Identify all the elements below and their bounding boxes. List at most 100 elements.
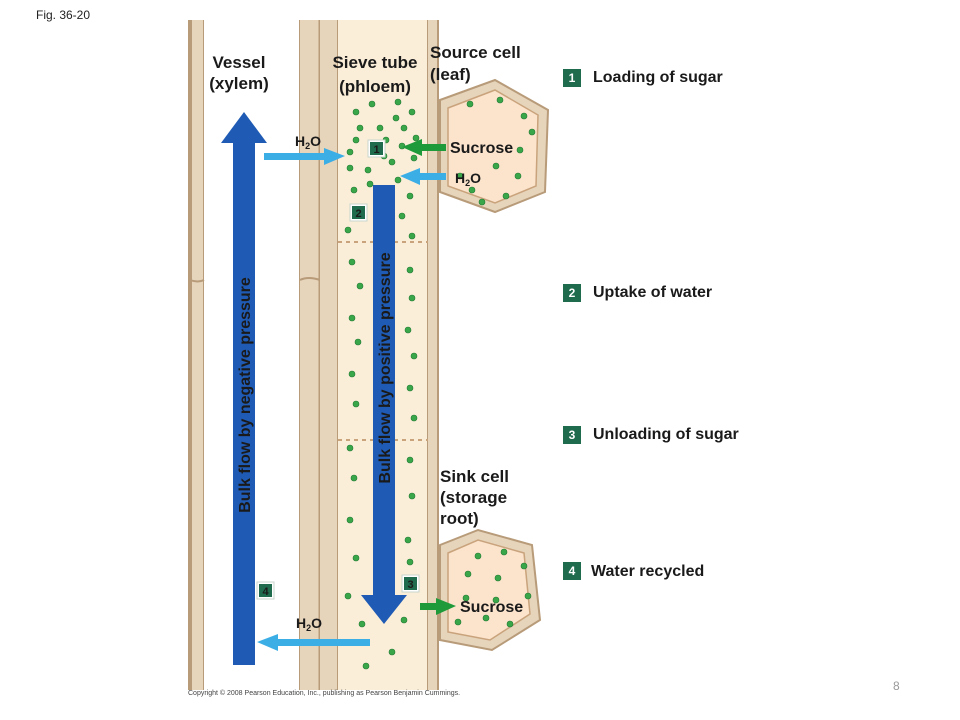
sucrose-dot — [494, 574, 502, 582]
diagram-marker-1: 1 — [367, 139, 386, 158]
sucrose-dot — [454, 618, 462, 626]
sucrose-dot — [368, 100, 376, 108]
sucrose-dot — [346, 164, 354, 172]
diagram-marker-4: 4 — [256, 581, 275, 600]
sink-cell — [439, 528, 542, 652]
sucrose-dot — [394, 176, 402, 184]
bulk-flow-negative-label: Bulk flow by negative pressure — [237, 277, 254, 513]
sucrose-dot — [358, 620, 366, 628]
sucrose-dot — [348, 314, 356, 322]
sucrose-dot — [462, 594, 470, 602]
sucrose-dot — [506, 620, 514, 628]
sucrose-dot — [520, 562, 528, 570]
sucrose-dot — [496, 96, 504, 104]
h2o-label-bottom: H2O — [296, 615, 322, 633]
sucrose-dot — [406, 558, 414, 566]
sucrose-dot — [410, 352, 418, 360]
sieve-tube-label-line1: Sieve tube — [332, 53, 417, 72]
sucrose-dot — [388, 158, 396, 166]
sucrose-dot — [398, 142, 406, 150]
figure-label: Fig. 36-20 — [36, 8, 91, 22]
sucrose-unloading-arrow — [420, 598, 456, 615]
sucrose-dot — [468, 186, 476, 194]
sucrose-dot — [362, 662, 370, 670]
sucrose-dot — [352, 400, 360, 408]
sucrose-dot — [348, 370, 356, 378]
svg-text:3: 3 — [407, 579, 413, 591]
sucrose-dot — [346, 444, 354, 452]
sucrose-dot — [482, 614, 490, 622]
sucrose-dot — [398, 212, 406, 220]
h2o-label-xylem-top: H2O — [295, 133, 321, 151]
sucrose-dot — [406, 266, 414, 274]
sucrose-dot — [366, 180, 374, 188]
source-cell-label-line1: Source cell — [430, 43, 521, 62]
diagram-marker-2: 2 — [349, 203, 368, 222]
sucrose-dot — [406, 192, 414, 200]
legend-badge-3: 3 — [563, 426, 581, 444]
copyright-notice: Copyright © 2008 Pearson Education, Inc.… — [188, 690, 461, 697]
sucrose-dot — [492, 162, 500, 170]
sucrose-loading-arrow — [402, 139, 446, 156]
legend-text-water-recycled: Water recycled — [591, 563, 705, 580]
sucrose-dot — [350, 186, 358, 194]
sucrose-dot — [352, 554, 360, 562]
sucrose-dot — [410, 414, 418, 422]
sucrose-dot — [492, 596, 500, 604]
sucrose-dot — [346, 516, 354, 524]
sucrose-dot — [344, 592, 352, 600]
sucrose-dot — [520, 112, 528, 120]
sucrose-dot — [406, 456, 414, 464]
water-into-phloem-arrow — [264, 148, 345, 165]
sucrose-dot — [364, 166, 372, 174]
sucrose-dot — [404, 326, 412, 334]
vessel-label-line2: (xylem) — [209, 74, 269, 93]
water-recycled-arrow — [257, 634, 370, 651]
sucrose-dot — [352, 108, 360, 116]
sucrose-dot — [394, 98, 402, 106]
bulk-flow-positive-label: Bulk flow by positive pressure — [377, 252, 394, 483]
sucrose-label-bottom: Sucrose — [460, 599, 523, 616]
sucrose-dot — [350, 474, 358, 482]
sucrose-dot — [392, 114, 400, 122]
sucrose-dot — [478, 198, 486, 206]
sink-cell-label-line3: root) — [440, 509, 479, 528]
xylem-bulk-flow-arrow — [221, 112, 267, 665]
sucrose-dot — [356, 282, 364, 290]
sucrose-dot — [456, 172, 464, 180]
sucrose-dot — [514, 172, 522, 180]
svg-text:4: 4 — [262, 586, 269, 598]
water-from-source-arrow — [400, 168, 446, 185]
sucrose-dot — [464, 570, 472, 578]
phloem-bulk-flow-arrow — [361, 185, 407, 624]
vessel-label-line1: Vessel — [213, 53, 266, 72]
sucrose-dot — [376, 124, 384, 132]
sucrose-dot — [524, 592, 532, 600]
sucrose-dot — [528, 128, 536, 136]
sucrose-dot — [404, 536, 412, 544]
sucrose-dot — [412, 134, 420, 142]
sink-cell-label-line1: Sink cell — [440, 467, 509, 486]
sucrose-dot — [408, 108, 416, 116]
sucrose-label-top: Sucrose — [450, 140, 513, 157]
legend-text-uptake-of-water: Uptake of water — [593, 284, 713, 301]
sucrose-dot — [406, 384, 414, 392]
sucrose-dot — [408, 232, 416, 240]
sucrose-molecules — [344, 96, 536, 670]
svg-text:2: 2 — [355, 208, 361, 220]
page-number: 8 — [893, 679, 900, 693]
h2o-label-source: H2O — [455, 170, 481, 188]
sucrose-dot — [502, 192, 510, 200]
sucrose-dot — [500, 548, 508, 556]
diagram-marker-3: 3 — [401, 574, 420, 593]
sucrose-dot — [474, 552, 482, 560]
legend-badge-1: 1 — [563, 69, 581, 87]
source-cell-label-line2: (leaf) — [430, 65, 471, 84]
sucrose-dot — [466, 100, 474, 108]
svg-text:1: 1 — [373, 144, 379, 156]
sucrose-dot — [388, 648, 396, 656]
sucrose-dot — [410, 154, 418, 162]
sink-cell-label-line2: (storage — [440, 488, 507, 507]
sucrose-dot — [354, 338, 362, 346]
sucrose-dot — [344, 226, 352, 234]
